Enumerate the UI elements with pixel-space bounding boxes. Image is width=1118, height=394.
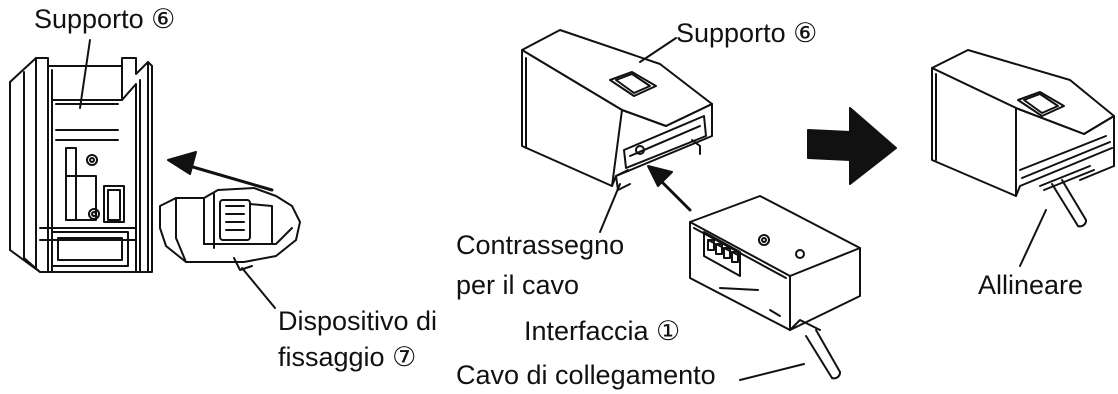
support-bracket-left (9, 57, 153, 273)
label-supporto-left: Supporto ⑥ (34, 4, 176, 34)
leader-supporto-top (639, 37, 677, 63)
assembled-unit (931, 49, 1115, 228)
label-contrassegno-1: Contrassegno (456, 230, 625, 260)
leader-cavo (739, 363, 805, 381)
connection-cable (805, 329, 841, 380)
fixing-clip (159, 187, 301, 271)
leader-supporto-left (79, 39, 91, 109)
leader-contrassegno (599, 183, 621, 233)
label-supporto-top: Supporto ⑥ (676, 18, 818, 48)
leader-interfaccia (719, 287, 759, 291)
label-interfaccia: Interfaccia ① (524, 316, 681, 346)
label-cavo: Cavo di collegamento (456, 360, 716, 390)
insert-arrow-left (167, 151, 274, 192)
insert-arrow-middle (647, 165, 692, 212)
label-dispositivo-2: fissaggio ⑦ (278, 342, 417, 372)
label-dispositivo-1: Dispositivo di (278, 306, 438, 336)
label-allineare: Allineare (978, 270, 1084, 300)
support-box-middle (521, 29, 713, 191)
leader-dispositivo (241, 267, 276, 309)
result-arrow (807, 107, 897, 185)
leader-allineare (1019, 209, 1047, 267)
label-contrassegno-2: per il cavo (456, 270, 580, 300)
interface-module (689, 195, 861, 331)
